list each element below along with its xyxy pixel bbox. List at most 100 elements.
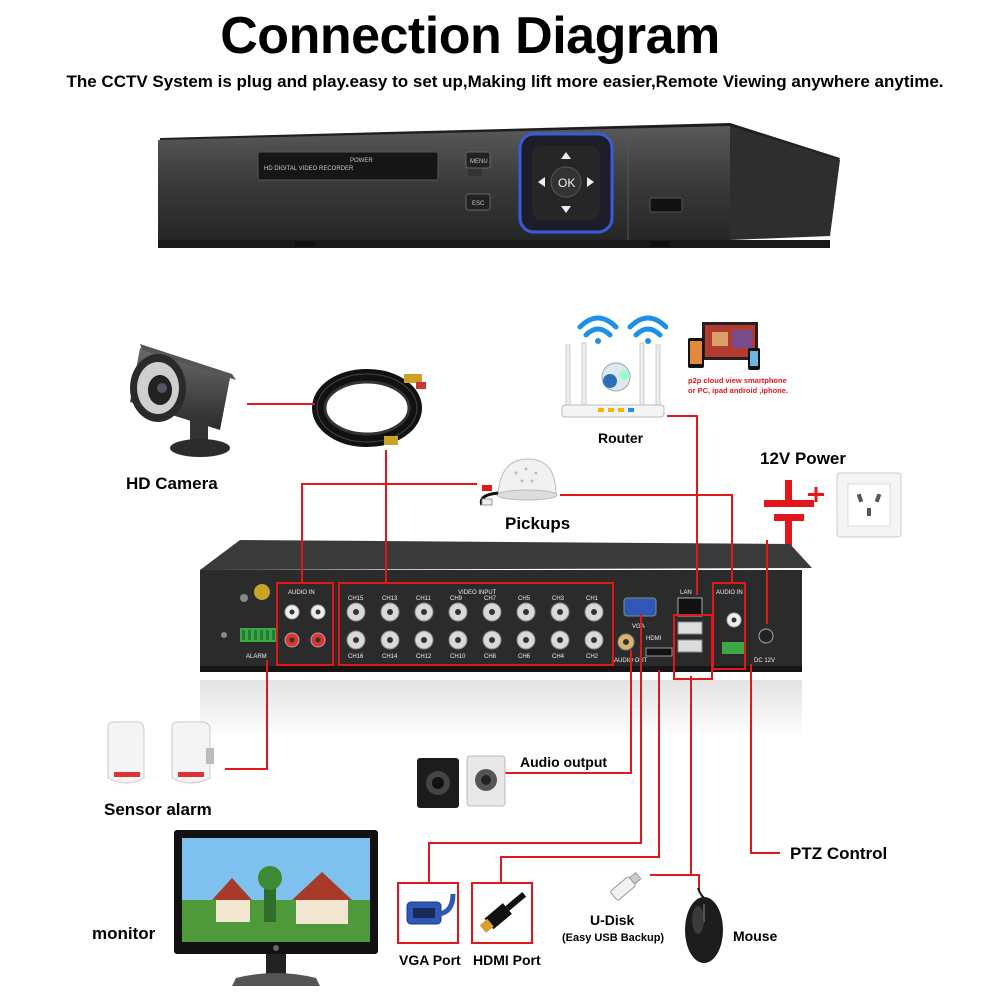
channel-label-top: CH9 <box>450 596 463 602</box>
lan-back-label: LAN <box>680 590 692 596</box>
hdmi-port-connector[interactable] <box>645 647 673 657</box>
down-arrow-icon[interactable] <box>561 206 571 213</box>
bnc-connector-pin <box>353 637 359 643</box>
mouse-image <box>685 887 723 963</box>
up-arrow-icon[interactable] <box>561 152 571 159</box>
monitor-label: monitor <box>92 924 156 943</box>
channel-label-top: CH3 <box>552 596 565 602</box>
bnc-connector-pin <box>489 609 495 615</box>
usb-flash-drive-icon <box>610 871 642 901</box>
channel-label-bottom: CH12 <box>416 654 432 660</box>
remote-view-text: p2p cloud view smartphone or PC, ipad an… <box>688 376 788 396</box>
bnc-connector-pin <box>523 637 529 643</box>
page-title: Connection Diagram <box>220 7 720 65</box>
video-input-highlight <box>338 582 614 666</box>
hdmi-port-box <box>471 882 533 944</box>
dvr-front-unit: HD DIGITAL VIDEO RECORDER POWER MENU ESC… <box>158 123 840 248</box>
sensor-alarm-image <box>107 721 214 784</box>
bnc-connector-pin <box>591 609 597 615</box>
pickups-label: Pickups <box>505 514 571 533</box>
channel-label-top: CH7 <box>484 596 497 602</box>
channel-label-top: CH1 <box>586 596 599 602</box>
dc-power-jack[interactable] <box>758 628 774 644</box>
channel-label-bottom: CH4 <box>552 654 565 660</box>
channel-label-top: CH15 <box>348 596 364 602</box>
bnc-connector-pin <box>591 637 597 643</box>
sensor-alarm-label: Sensor alarm <box>104 800 212 819</box>
dvr-menu-label: MENU <box>470 159 488 165</box>
ptz-control-label: PTZ Control <box>790 844 888 863</box>
bnc-connector-pin <box>455 609 461 615</box>
channel-label-top: CH13 <box>382 596 398 602</box>
usb-highlight <box>673 614 713 680</box>
dvr-ok-button[interactable] <box>550 166 582 198</box>
channel-label-top: CH5 <box>518 596 531 602</box>
dvr-reflection <box>200 680 802 740</box>
vga-back-label: VGA <box>632 624 645 630</box>
dvr-menu-button[interactable] <box>465 151 491 169</box>
dvr-front-usb <box>649 197 683 213</box>
wall-outlet-image <box>836 472 902 538</box>
pickup-microphone-image <box>479 458 558 506</box>
alarm-terminal[interactable] <box>240 628 276 642</box>
audio-output-label: Audio output <box>520 754 608 770</box>
dc12v-back-label: DC 12V <box>754 658 775 664</box>
bnc-connector-pin <box>353 609 359 615</box>
dvr-ok-label: OK <box>558 176 575 190</box>
speakers-image <box>417 755 506 808</box>
power-12v-label: 12V Power <box>760 449 846 468</box>
router-image <box>561 315 668 418</box>
hdmi-cable-icon <box>479 892 527 933</box>
usb-port-bottom[interactable] <box>677 639 703 653</box>
bnc-connector-pin <box>387 609 393 615</box>
bnc-connector-pin <box>557 637 563 643</box>
bnc-connector-pin <box>557 609 563 615</box>
audio-in-left-label: AUDIO IN <box>288 590 315 596</box>
ptz-terminal[interactable] <box>722 642 746 654</box>
channel-label-bottom: CH16 <box>348 654 364 660</box>
vga-port-label: VGA Port <box>399 952 461 968</box>
remote-view-line1: p2p cloud view smartphone <box>688 376 787 385</box>
mouse-label: Mouse <box>733 928 778 944</box>
bnc-connector-pin <box>523 609 529 615</box>
monitor-image <box>174 830 378 986</box>
vga-cable-icon <box>406 893 456 925</box>
u-disk-label: U-Disk <box>590 912 635 928</box>
bnc-connector-pin <box>489 637 495 643</box>
bnc-cable-image <box>312 369 426 447</box>
dvr-power-label: POWER <box>350 158 373 164</box>
hdmi-port-label: HDMI Port <box>473 952 541 968</box>
usb-port-top[interactable] <box>677 621 703 635</box>
channel-label-bottom: CH2 <box>586 654 599 660</box>
dvr-esc-label: ESC <box>472 201 485 207</box>
audio-in-right-highlight <box>712 582 746 670</box>
channel-label-top: CH11 <box>416 596 432 602</box>
channel-label-bottom: CH8 <box>484 654 497 660</box>
right-arrow-icon[interactable] <box>587 177 594 187</box>
channel-label-bottom: CH10 <box>450 654 466 660</box>
channel-label-bottom: CH14 <box>382 654 398 660</box>
hdmi-back-label: HDMI <box>646 636 662 642</box>
video-input-bnc-connectors[interactable] <box>346 602 604 650</box>
lan-port[interactable] <box>677 597 703 617</box>
page-subtitle: The CCTV System is plug and play.easy to… <box>66 72 944 91</box>
vga-port-box <box>397 882 459 944</box>
remote-view-line2: or PC, ipad android ,iphone. <box>688 386 789 395</box>
left-arrow-icon[interactable] <box>538 177 545 187</box>
channel-label-bottom: CH6 <box>518 654 531 660</box>
wifi-icon <box>577 315 668 338</box>
hd-camera-label: HD Camera <box>126 474 218 493</box>
bnc-connector-pin <box>387 637 393 643</box>
dc-power-symbol-icon <box>764 480 824 547</box>
bnc-connector-pin <box>421 637 427 643</box>
bnc-connector-pin <box>421 609 427 615</box>
alarm-port-label: ALARM <box>246 654 267 660</box>
dvr-display-label: HD DIGITAL VIDEO RECORDER <box>264 166 354 172</box>
video-input-label: VIDEO INPUT <box>458 590 497 596</box>
dvr-esc-button[interactable] <box>465 193 491 211</box>
audio-in-left-highlight <box>276 582 334 666</box>
audio-in-right-label: AUDIO IN <box>716 590 743 596</box>
audio-in-left-jacks[interactable] <box>284 604 326 648</box>
bnc-connector-pin <box>455 637 461 643</box>
